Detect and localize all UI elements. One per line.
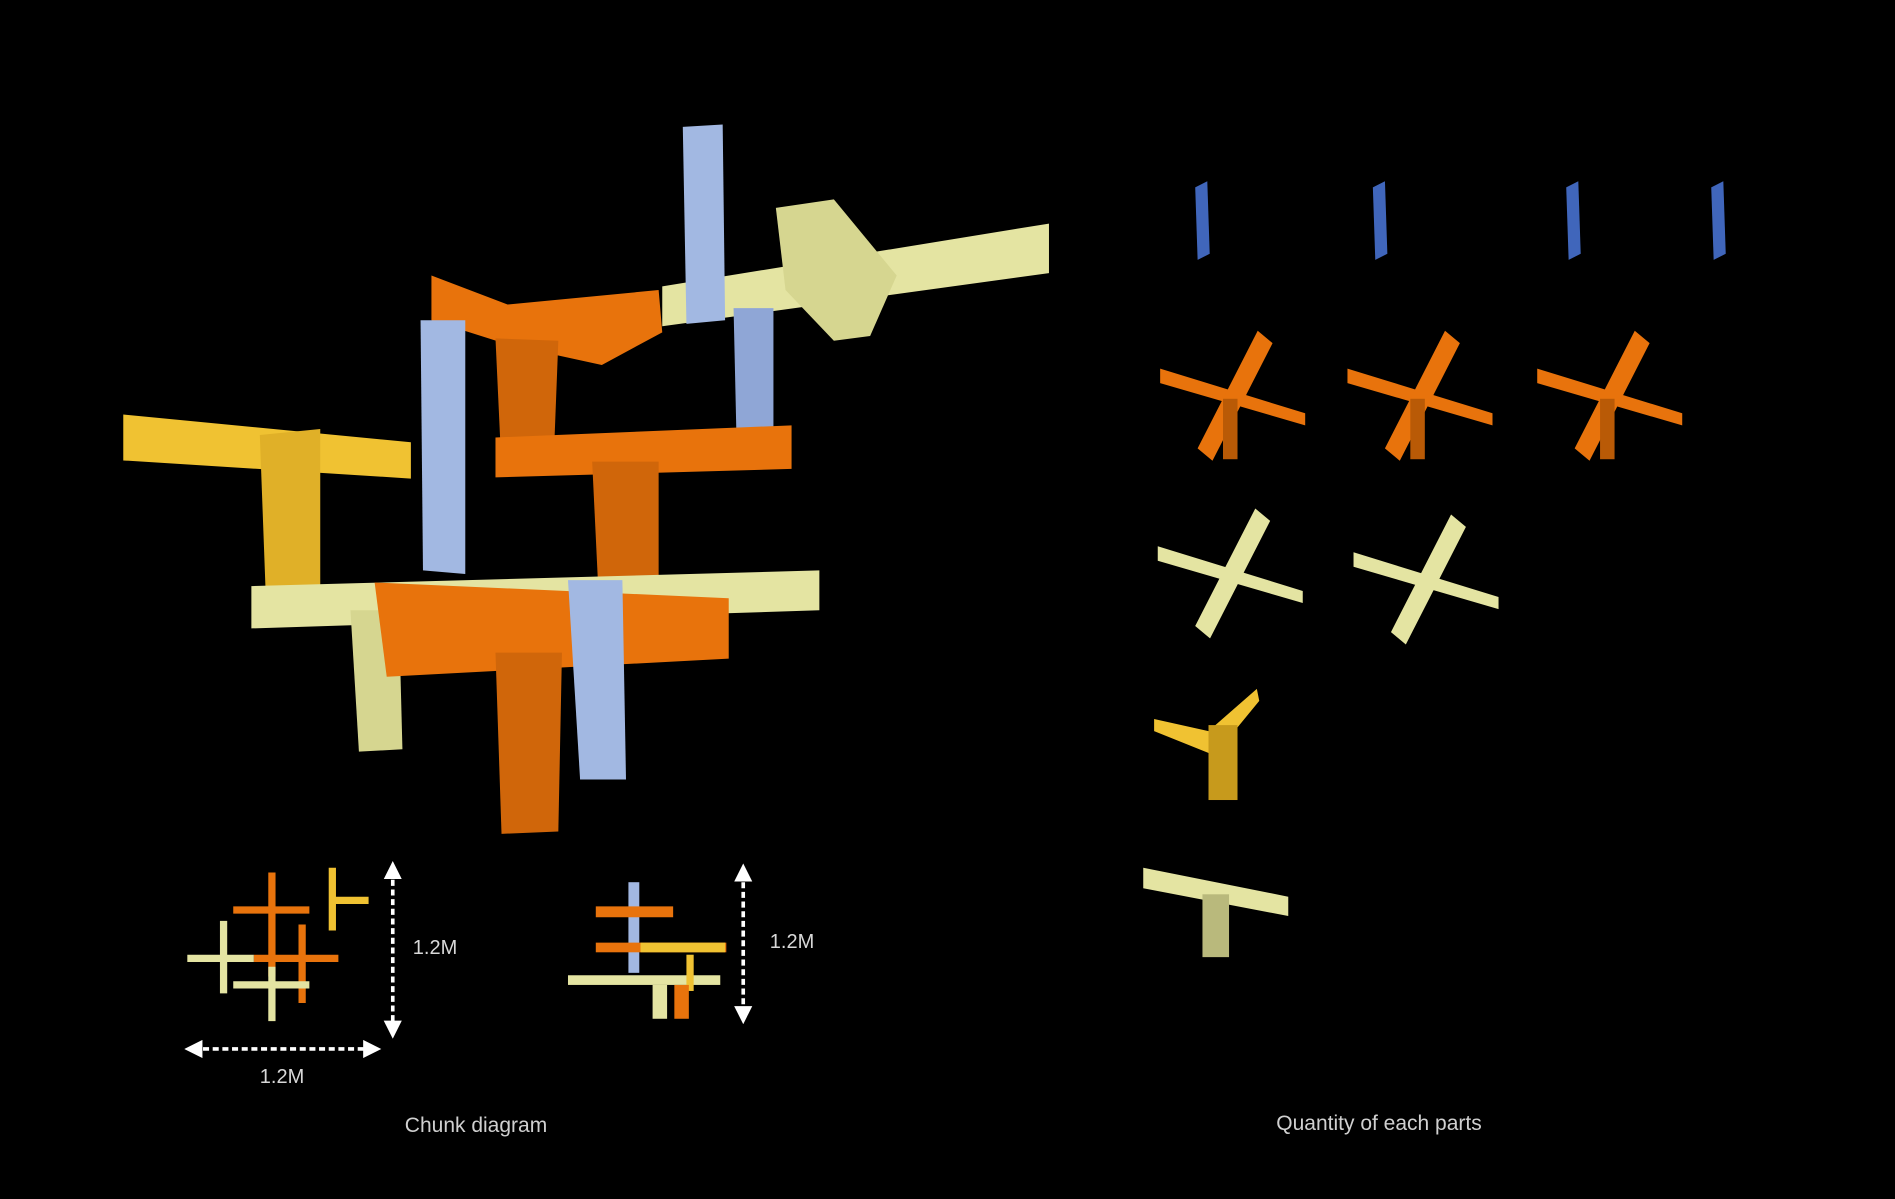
light-blue-post-left [420, 320, 466, 575]
elevation-height-label: 1.2M [769, 931, 815, 953]
light-blue-post-lower [567, 580, 627, 780]
elevation-view [567, 882, 727, 1019]
chunk-diagram-caption: Chunk diagram [404, 1114, 548, 1137]
t-joint-beam [1143, 867, 1289, 917]
orange-stem-lower [495, 652, 562, 834]
cross-arm-part [1390, 514, 1466, 645]
pale-joint-top [775, 199, 897, 341]
three-way-joint-stem [1208, 725, 1238, 801]
cross-arm-part [1574, 330, 1650, 461]
t-joint-stem [1202, 894, 1230, 958]
connector-post-part [1195, 181, 1210, 260]
three-way-joint-part [1154, 688, 1260, 756]
connector-post-part [1372, 181, 1388, 260]
quantity-caption: Quantity of each parts [1276, 1112, 1482, 1135]
orange-cross-top [431, 275, 663, 365]
cross-arm-part [1197, 330, 1273, 461]
orange-stem-middle [592, 461, 659, 588]
cross-arm-part [1384, 330, 1460, 461]
light-blue-post-top [682, 124, 726, 324]
orange-beam-lower [374, 582, 729, 677]
cross-stem-part [1410, 398, 1425, 460]
connector-post-part [1711, 181, 1726, 260]
cross-arm-part [1195, 508, 1271, 639]
plan-height-label: 1.2M [412, 937, 458, 959]
plan-view [187, 867, 369, 1022]
plan-width-label: 1.2M [259, 1066, 305, 1088]
parts-inventory [1143, 181, 1726, 958]
connector-post-part [1566, 181, 1581, 260]
cross-stem-part [1600, 398, 1615, 460]
orange-beam-middle [495, 425, 792, 478]
yellow-stem-left [259, 429, 321, 599]
chunk-assembly-3d [123, 124, 1049, 834]
cross-stem-part [1223, 398, 1238, 460]
